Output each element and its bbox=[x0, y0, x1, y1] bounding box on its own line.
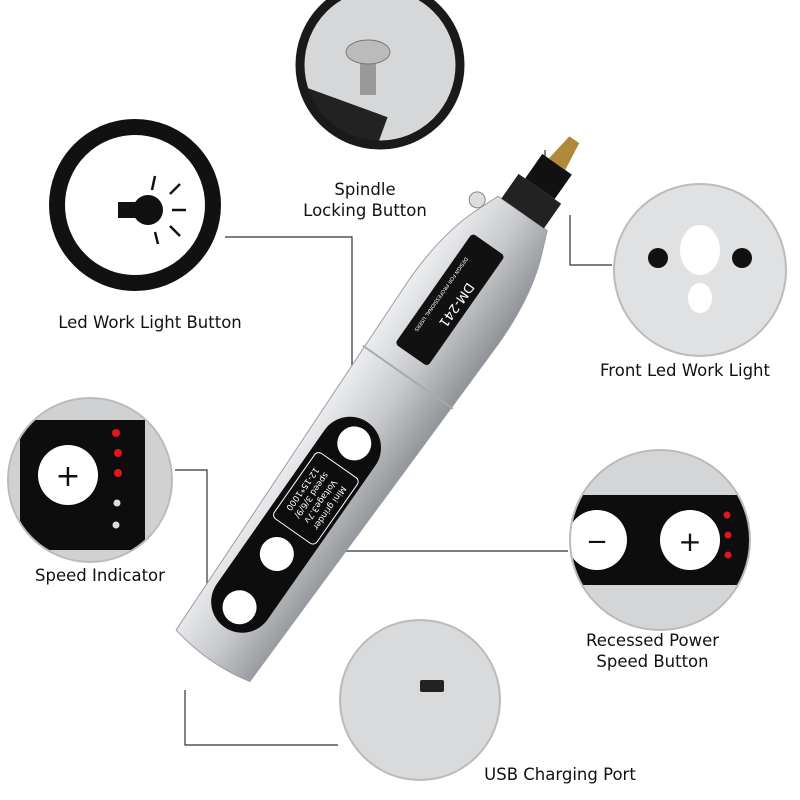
chuck-nut bbox=[525, 153, 572, 200]
callout-speed-indicator: + bbox=[7, 397, 173, 563]
collar bbox=[501, 173, 562, 229]
plus-symbol: + bbox=[55, 459, 80, 494]
rotary-tool: DM-241 DESIGN FOR PROFESSIONAL USERS Min… bbox=[175, 136, 580, 683]
lightbulb-icon bbox=[118, 175, 186, 245]
plus-symbol: + bbox=[678, 525, 701, 558]
label-front-led: Front Led Work Light bbox=[600, 361, 770, 380]
label-spindle: Spindle Locking Button bbox=[290, 179, 440, 221]
minus-button bbox=[259, 537, 294, 572]
label-usb: USB Charging Port bbox=[484, 765, 636, 784]
callout-recessed-button: − + bbox=[569, 449, 751, 631]
led-light-button bbox=[337, 426, 372, 461]
collet bbox=[548, 136, 580, 170]
spindle-lock-button bbox=[468, 191, 486, 209]
plus-button bbox=[222, 590, 257, 625]
label-line: Locking Button bbox=[303, 201, 427, 220]
label-recessed-button: Recessed Power Speed Button bbox=[560, 630, 745, 672]
label-led-button: Led Work Light Button bbox=[58, 313, 242, 332]
control-panel bbox=[211, 416, 382, 633]
model-label bbox=[396, 234, 504, 366]
callout-usb-port bbox=[339, 619, 501, 781]
minus-symbol: − bbox=[586, 527, 608, 557]
callout-front-led bbox=[613, 183, 787, 357]
usb-port-icon bbox=[420, 680, 444, 692]
label-line: Recessed Power bbox=[585, 631, 720, 650]
label-speed-indicator: Speed Indicator bbox=[35, 566, 165, 585]
label-line: Spindle bbox=[334, 180, 396, 199]
label-line: Speed Button bbox=[596, 652, 709, 671]
callout-led-button bbox=[49, 119, 221, 291]
callout-spindle bbox=[295, 0, 465, 150]
